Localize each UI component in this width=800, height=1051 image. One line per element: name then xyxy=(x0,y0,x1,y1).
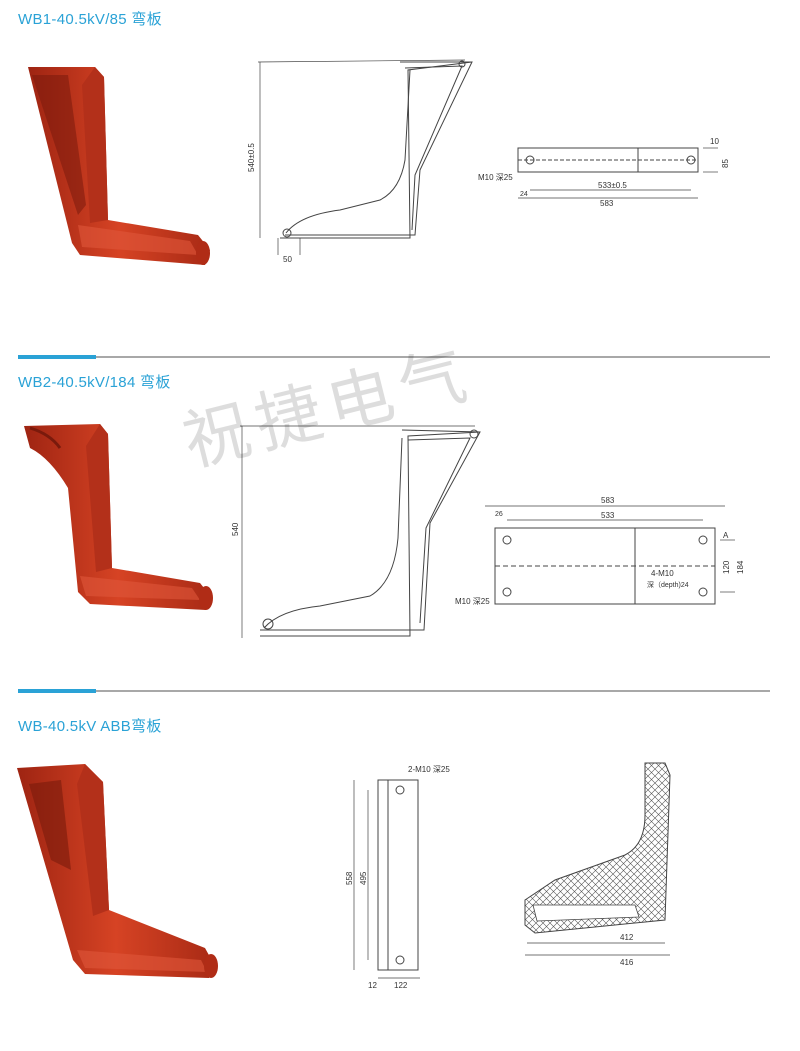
dim-height: 540±0.5 xyxy=(247,143,256,172)
dim-edge: 26 xyxy=(495,511,503,518)
dim-width: 85 xyxy=(721,159,730,168)
section-3-title: WB-40.5kV ABB弯板 xyxy=(18,718,162,735)
drawing-wb1-side: 540±0.5 50 xyxy=(247,59,473,264)
dim-holes: 4-M10 xyxy=(651,569,674,578)
dim-inner: 412 xyxy=(620,933,634,942)
dim-pitch: 120 xyxy=(722,560,731,574)
dim-depth: 深（depth)24 xyxy=(647,580,689,589)
divider-1 xyxy=(18,355,770,359)
dim-length: 583 xyxy=(601,496,615,505)
dim-hole: 2-M10 深25 xyxy=(408,765,450,774)
dim-outer: 416 xyxy=(620,958,634,967)
dim-height: 540 xyxy=(231,522,240,536)
drawing-wb1-top: M10 深25 533±0.5 583 24 10 85 xyxy=(478,137,730,208)
dim-width: 184 xyxy=(736,560,745,574)
dim-height-outer: 558 xyxy=(345,871,354,885)
dim-base: 50 xyxy=(283,255,292,264)
dim-hole-a: A xyxy=(723,531,729,540)
section-2-title: WB2-40.5kV/184 弯板 xyxy=(18,374,171,391)
product-photo-wb1 xyxy=(28,67,210,265)
dim-edge: 24 xyxy=(520,191,528,198)
dim-offset: 12 xyxy=(368,981,377,990)
product-photo-wb2 xyxy=(24,424,213,610)
section-1-title: WB1-40.5kV/85 弯板 xyxy=(18,11,163,28)
dim-hole: M10 深25 xyxy=(455,597,490,606)
drawing-wb2-top: 583 533 26 A 120 184 4-M10 深（depth)24 M1… xyxy=(455,496,745,606)
dim-hole: M10 深25 xyxy=(478,173,513,182)
dim-width: 122 xyxy=(394,981,408,990)
dim-spacing: 533 xyxy=(601,511,615,520)
dim-height-inner: 495 xyxy=(359,871,368,885)
dim-length: 583 xyxy=(600,199,614,208)
dim-top: 10 xyxy=(710,137,719,146)
product-photo-abb xyxy=(17,764,218,978)
drawing-wb2-side: 540 xyxy=(231,425,481,638)
divider-2 xyxy=(18,689,770,693)
drawing-abb-section: 412 416 xyxy=(524,762,671,967)
dim-spacing: 533±0.5 xyxy=(598,181,627,190)
drawing-abb-front: 2-M10 深25 558 495 12 122 xyxy=(345,765,450,990)
